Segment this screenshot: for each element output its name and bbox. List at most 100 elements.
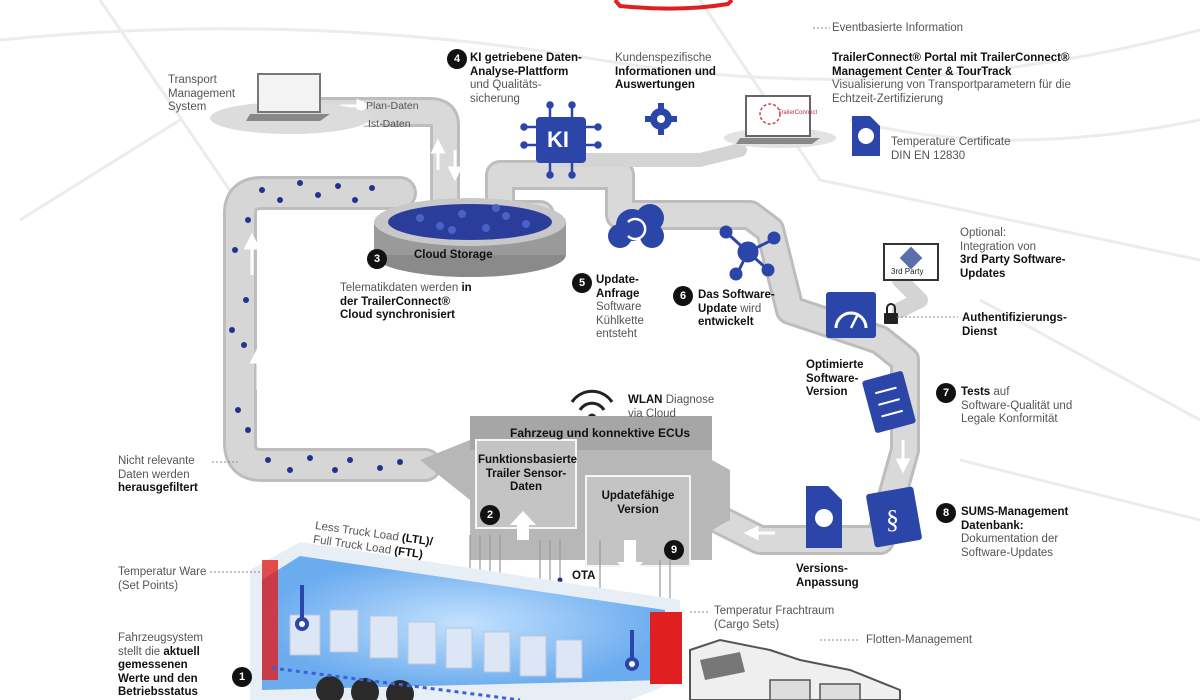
step-1-bold-2: gemessenen xyxy=(118,659,188,671)
auth-bold-1: Authentifizierungs- xyxy=(962,312,1067,324)
step-7-label: Tests auf Software-Qualität und Legale K… xyxy=(961,386,1072,427)
portal-title-1: TrailerConnect® Portal mit TrailerConnec… xyxy=(832,52,1070,64)
step-5-bold-1: Update- xyxy=(596,274,639,286)
kunden-bold-1: Informationen und xyxy=(615,65,716,78)
step-6-label: Das Software- Update wird entwickelt xyxy=(698,289,775,330)
optional-line-1: Optional: xyxy=(960,227,1007,239)
optional-label: Optional: Integration von 3rd Party Soft… xyxy=(960,227,1065,281)
lock-icon xyxy=(884,303,898,324)
step-2-badge: 2 xyxy=(480,505,500,525)
ecu-right-line-2: Version xyxy=(617,503,659,516)
truck xyxy=(689,638,901,700)
ecu-left-line-3: Daten xyxy=(510,481,542,493)
ecu-sensor-data-label: Funktionsbasierte Trailer Sensor- Daten xyxy=(478,454,577,495)
kunden-label: Kundenspezifische Informationen und Ausw… xyxy=(615,52,716,93)
step-4-title-1: KI getriebene Daten- xyxy=(470,52,582,64)
event-info-label: Eventbasierte Information xyxy=(832,22,964,34)
step-8-bold-2: Datenbank: xyxy=(961,519,1024,532)
step-7-line-1b: auf xyxy=(993,386,1010,398)
step-4-line-4: sicherung xyxy=(470,92,520,105)
temp-cargo-label: Temperatur Frachtraum (Cargo Sets) xyxy=(714,605,834,632)
ltl-bold-2: (FTL) xyxy=(393,544,424,561)
step-6-bold-2: Update xyxy=(698,302,737,315)
versions-bold-2: Anpassung xyxy=(796,576,859,589)
step-7-badge: 7 xyxy=(936,383,956,403)
certificate-line-1: Temperature Certificate xyxy=(891,136,1011,148)
step-3-bold-2: der TrailerConnect® xyxy=(340,295,451,308)
pipe-arrows xyxy=(243,98,911,541)
step-1-bold-3: Werte und den xyxy=(118,672,198,685)
step-4-badge: 4 xyxy=(447,49,467,69)
optional-line-2: Integration von xyxy=(960,240,1037,253)
step-4-line-3: und Qualitäts- xyxy=(470,79,542,91)
pipe-3rdparty xyxy=(892,272,928,318)
version-document-icon xyxy=(806,486,842,548)
filtered-line-1: Nicht relevante xyxy=(118,455,195,467)
step-6-bold-3: entwickelt xyxy=(698,316,754,328)
leader-lines xyxy=(210,27,958,641)
ecu-right-line-1: Updatefähige xyxy=(601,490,675,502)
ecu-arrows xyxy=(510,511,643,576)
wlan-line-2: via Cloud xyxy=(628,407,676,420)
data-dots xyxy=(229,180,403,473)
step-5-line-5: entsteht xyxy=(596,328,637,340)
optional-bold-2: Updates xyxy=(960,267,1006,280)
step-1-badge: 1 xyxy=(232,667,252,687)
portal-label: TrailerConnect® Portal mit TrailerConnec… xyxy=(832,52,1071,106)
ecu-left-line-2: Trailer Sensor- xyxy=(485,467,567,480)
filtered-line-2: Daten werden xyxy=(118,468,190,481)
filtered-bold: herausgefiltert xyxy=(118,482,198,494)
step-6-bold-1: Das Software- xyxy=(698,289,775,301)
portal-laptop xyxy=(724,95,836,148)
cloud-storage-label: Cloud Storage xyxy=(414,249,493,261)
step-1-line-2: stellt die xyxy=(118,645,161,658)
temp-goods-line-2: (Set Points) xyxy=(118,579,179,592)
laptop-brand: TrailerConnect xyxy=(778,110,818,116)
step-9-badge: 9 xyxy=(664,540,684,560)
tms-line-3: System xyxy=(168,101,207,113)
step-3-label: Telematikdaten werden in der TrailerConn… xyxy=(340,282,472,323)
clipboard-icon xyxy=(862,371,916,433)
step-1-bold-1: aktuell xyxy=(163,645,200,658)
wlan-label: WLAN Diagnose via Cloud xyxy=(628,394,714,421)
kunden-bold-2: Auswertungen xyxy=(615,79,695,91)
tms-laptop xyxy=(210,73,370,134)
map-background xyxy=(0,0,1200,522)
portal-line-3: Visualisierung von Transportparametern f… xyxy=(832,79,1071,91)
kunden-line-1: Kundenspezifische xyxy=(615,52,712,64)
book-icon: § xyxy=(866,486,922,548)
fleet-management-label: Flotten-Management xyxy=(866,634,973,646)
step-1-label: Fahrzeugsystem stellt die aktuell gemess… xyxy=(118,632,203,700)
filtered-data-label: Nicht relevante Daten werden herausgefil… xyxy=(118,455,198,496)
top-red-frame xyxy=(613,0,734,11)
auth-label: Authentifizierungs- Dienst xyxy=(962,312,1067,339)
step-6-badge: 6 xyxy=(673,286,693,306)
step-8-line-3: Dokumentation der xyxy=(961,533,1059,545)
certificate-line-2: DIN EN 12830 xyxy=(891,149,966,162)
auth-bold-2: Dienst xyxy=(962,325,998,338)
wlan-bold: WLAN xyxy=(628,394,663,406)
ota-label: OTA xyxy=(572,570,596,582)
molecule-icon xyxy=(719,225,781,281)
ki-chip-label: KI xyxy=(547,127,569,152)
step-8-bold-1: SUMS-Management xyxy=(961,506,1069,518)
step-7-line-3: Legale Konformität xyxy=(961,413,1058,425)
thermometer-icons xyxy=(295,585,639,671)
step-5-label: Update- Anfrage Software Kühlkette entst… xyxy=(596,274,644,342)
tms-line-2: Management xyxy=(168,87,236,100)
step-6-line-2b: wird xyxy=(740,302,762,315)
update-cloud-icon xyxy=(608,204,664,248)
temp-goods-line-1: Temperatur Ware xyxy=(118,566,207,578)
portal-title-2: Management Center & TourTrack xyxy=(832,65,1012,78)
step-1-line-1: Fahrzeugsystem xyxy=(118,632,204,644)
step-8-label: SUMS-Management Datenbank: Dokumentation… xyxy=(961,506,1068,560)
step-1-bold-4: Betriebsstatus xyxy=(118,686,198,698)
step-3-bold-in: in xyxy=(461,282,472,294)
optimized-version-label: Optimierte Software- Version xyxy=(806,359,864,400)
certificate-icon xyxy=(852,116,880,156)
step-4-title-2: Analyse-Plattform xyxy=(470,65,569,78)
optional-bold-1: 3rd Party Software- xyxy=(960,254,1066,266)
step-5-line-4: Kühlkette xyxy=(596,314,644,327)
